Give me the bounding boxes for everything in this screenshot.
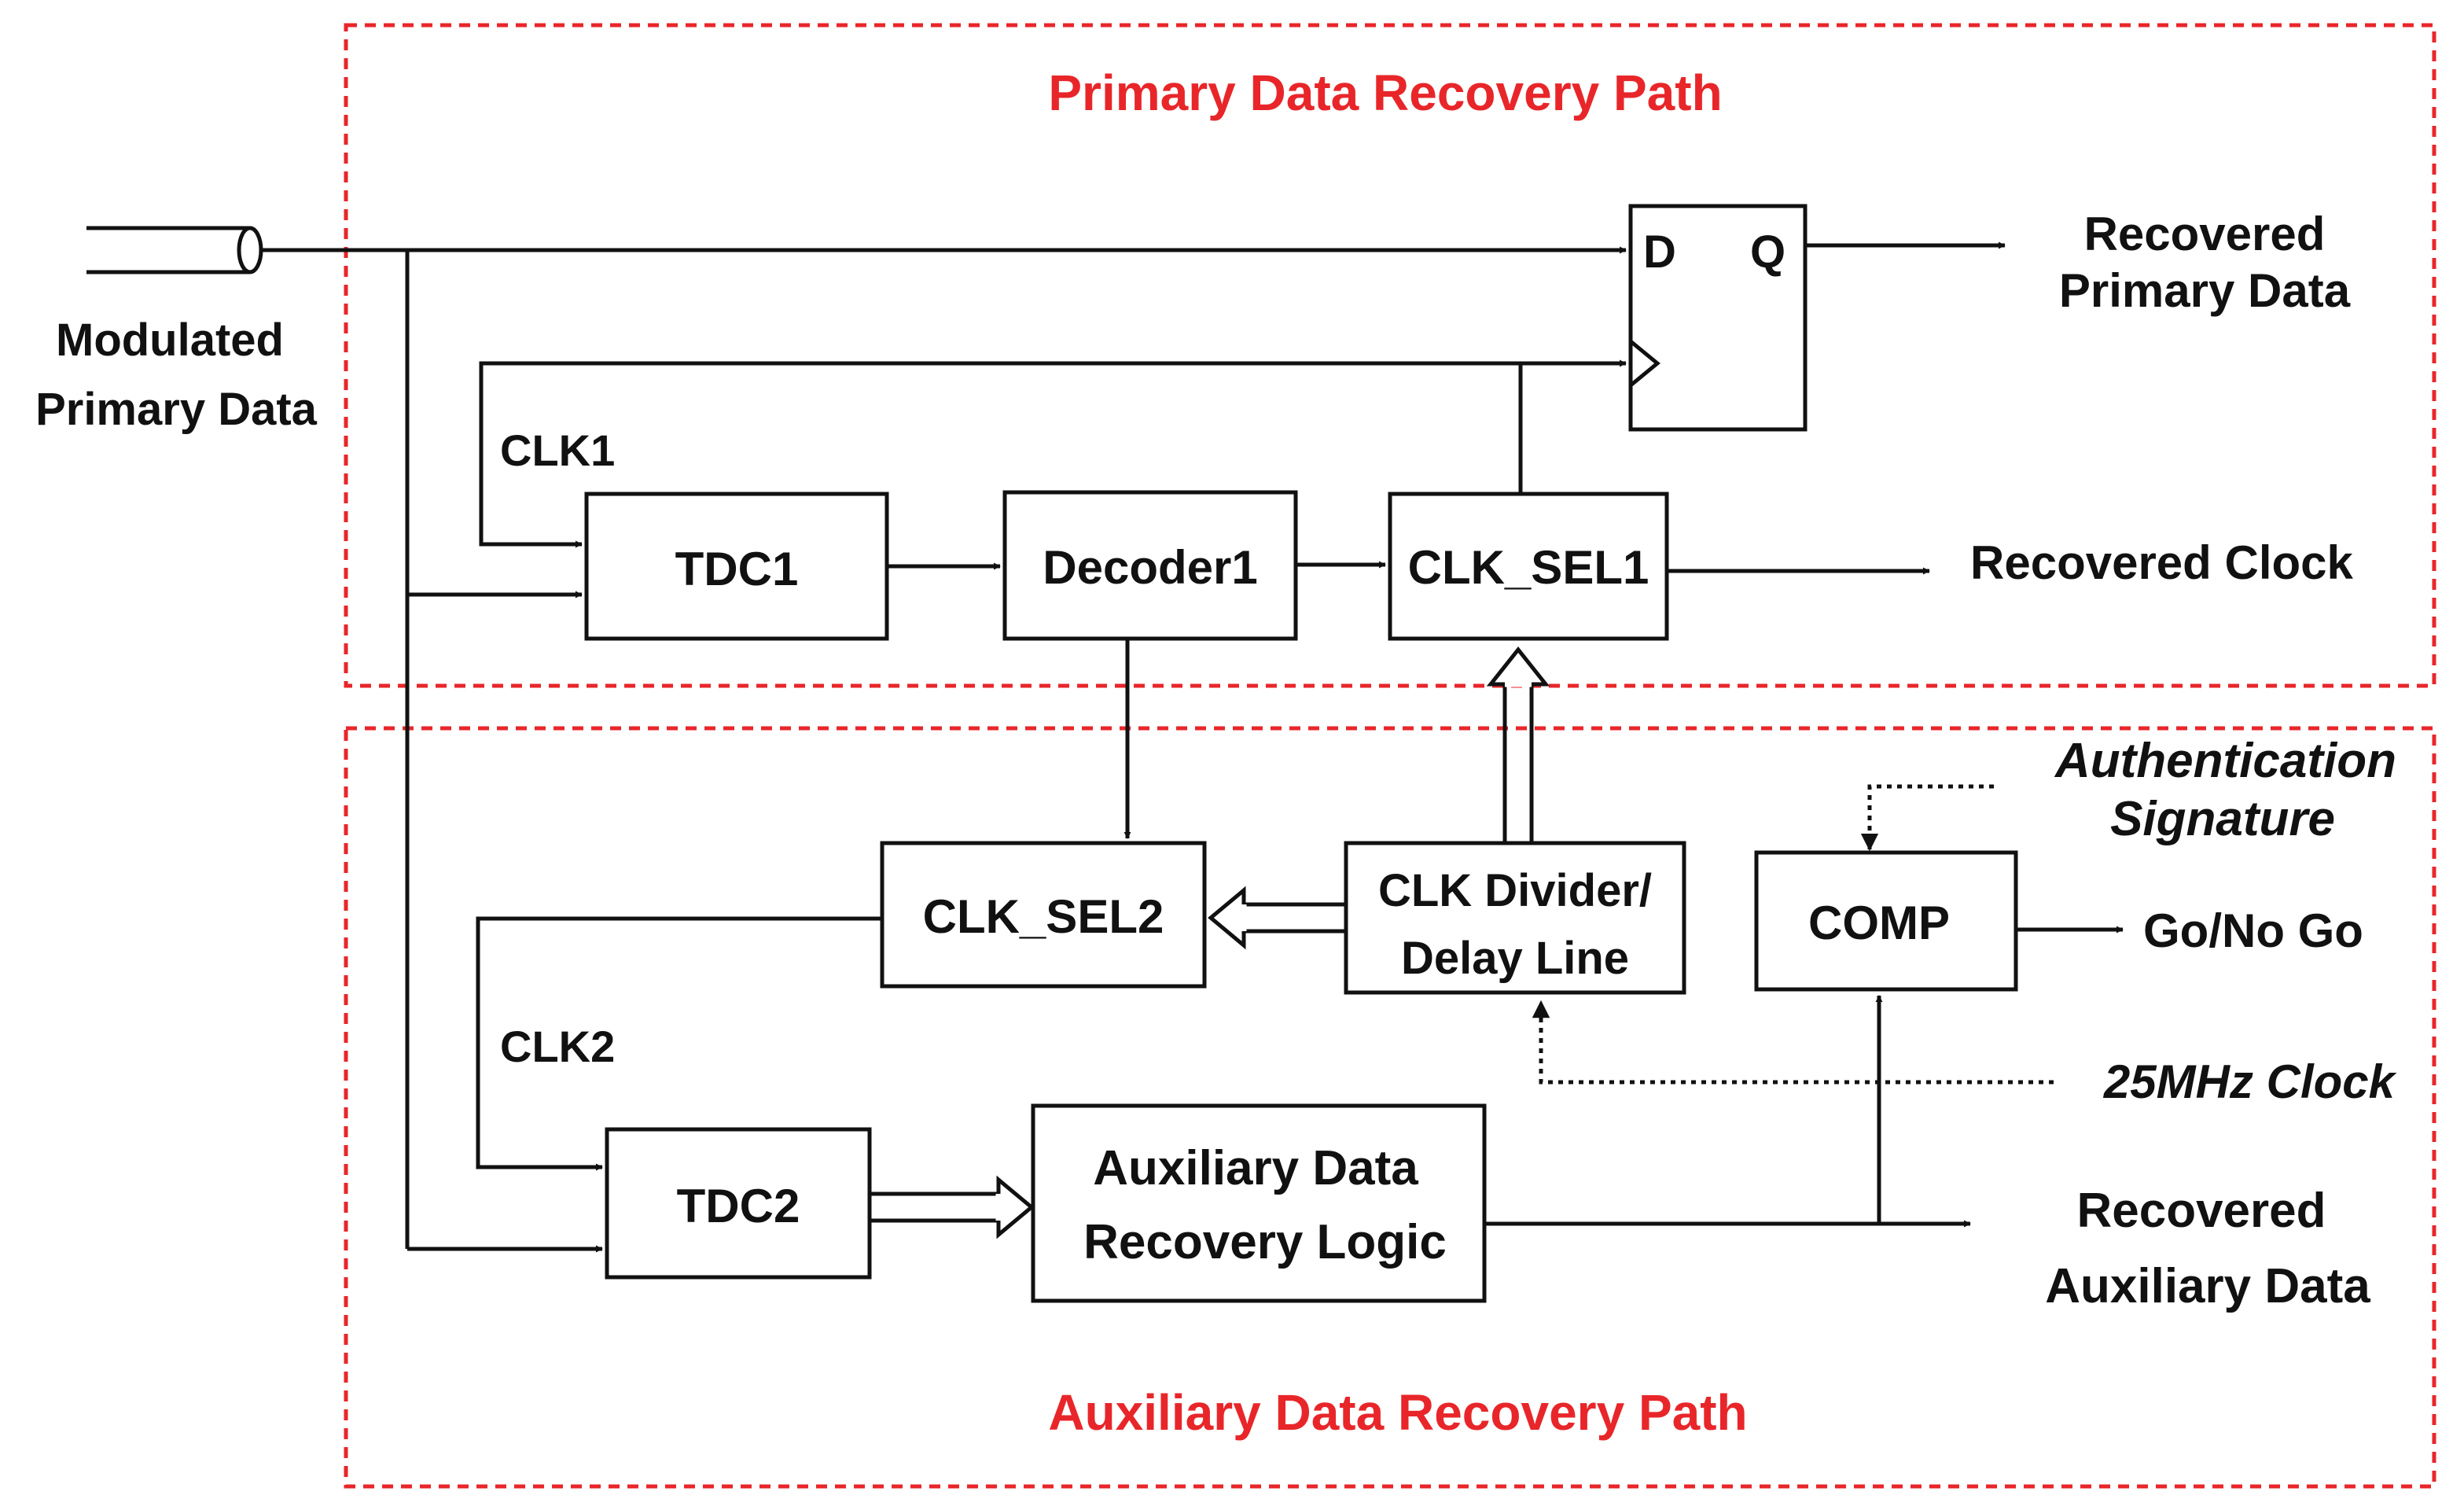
comp-label: COMP xyxy=(1808,897,1950,949)
tdc2-label: TDC2 xyxy=(677,1180,800,1232)
clk-sel2-label: CLK_SEL2 xyxy=(923,890,1164,943)
primary-path-region xyxy=(344,23,2436,688)
recovered-aux-line1: Recovered xyxy=(2076,1184,2326,1238)
clk-sel1-block xyxy=(1388,492,1669,641)
comp-block xyxy=(1754,850,2018,992)
divider-label-line1: CLK Divider/ xyxy=(1378,865,1652,916)
aux-logic-line1: Auxiliary Data xyxy=(1093,1141,1418,1195)
recovered-primary-line2: Primary Data xyxy=(2059,264,2351,317)
input-label-line2: Primary Data xyxy=(35,384,318,435)
clock-25mhz-wire xyxy=(1532,1000,2054,1085)
clk-divider-block xyxy=(1344,841,1686,995)
divider-label-line2: Delay Line xyxy=(1401,933,1629,984)
primary-path-title: Primary Data Recovery Path xyxy=(1048,64,1722,121)
auxiliary-path-region xyxy=(344,726,2436,1489)
tdc1-label: TDC1 xyxy=(675,543,799,595)
clk2-wire xyxy=(476,916,882,1171)
auth-signature-line2: Signature xyxy=(2110,792,2335,846)
auxiliary-path-title: Auxiliary Data Recovery Path xyxy=(1048,1384,1747,1441)
recovered-aux-line2: Auxiliary Data xyxy=(2045,1259,2370,1313)
aux-logic-block xyxy=(1031,1103,1487,1303)
go-no-go-label: Go/No Go xyxy=(2143,904,2363,957)
auth-signature-wire xyxy=(1860,784,1994,852)
clk-sel2-block xyxy=(880,841,1207,989)
flipflop-d-label: D xyxy=(1643,226,1676,278)
tdc2-block xyxy=(605,1127,872,1280)
d-flipflop xyxy=(1628,204,1808,432)
decoder1-block xyxy=(1002,490,1298,641)
clock-25mhz-label: 25MHz Clock xyxy=(2103,1055,2397,1108)
recovered-primary-line1: Recovered xyxy=(2084,208,2326,260)
divider-to-clksel1-bus xyxy=(1486,646,1550,843)
flipflop-q-label: Q xyxy=(1750,226,1785,278)
decoder1-label: Decoder1 xyxy=(1043,541,1257,594)
clk1-feedback-wire xyxy=(479,361,1523,548)
clk-sel1-label: CLK_SEL1 xyxy=(1408,541,1649,594)
clk1-label: CLK1 xyxy=(500,425,615,475)
tdc1-block xyxy=(584,492,889,641)
divider-to-clksel2-bus xyxy=(1208,886,1346,950)
input-connector-icon xyxy=(86,226,263,274)
auth-signature-line1: Authentication xyxy=(2054,734,2396,788)
clk2-label: CLK2 xyxy=(500,1022,615,1071)
input-label-line1: Modulated xyxy=(56,315,284,366)
aux-logic-line2: Recovery Logic xyxy=(1083,1215,1447,1269)
tdc2-to-aux-logic-bus xyxy=(870,1175,1035,1239)
recovered-clock-label: Recovered Clock xyxy=(1970,536,2354,589)
clock-input-triangle xyxy=(1629,340,1660,387)
